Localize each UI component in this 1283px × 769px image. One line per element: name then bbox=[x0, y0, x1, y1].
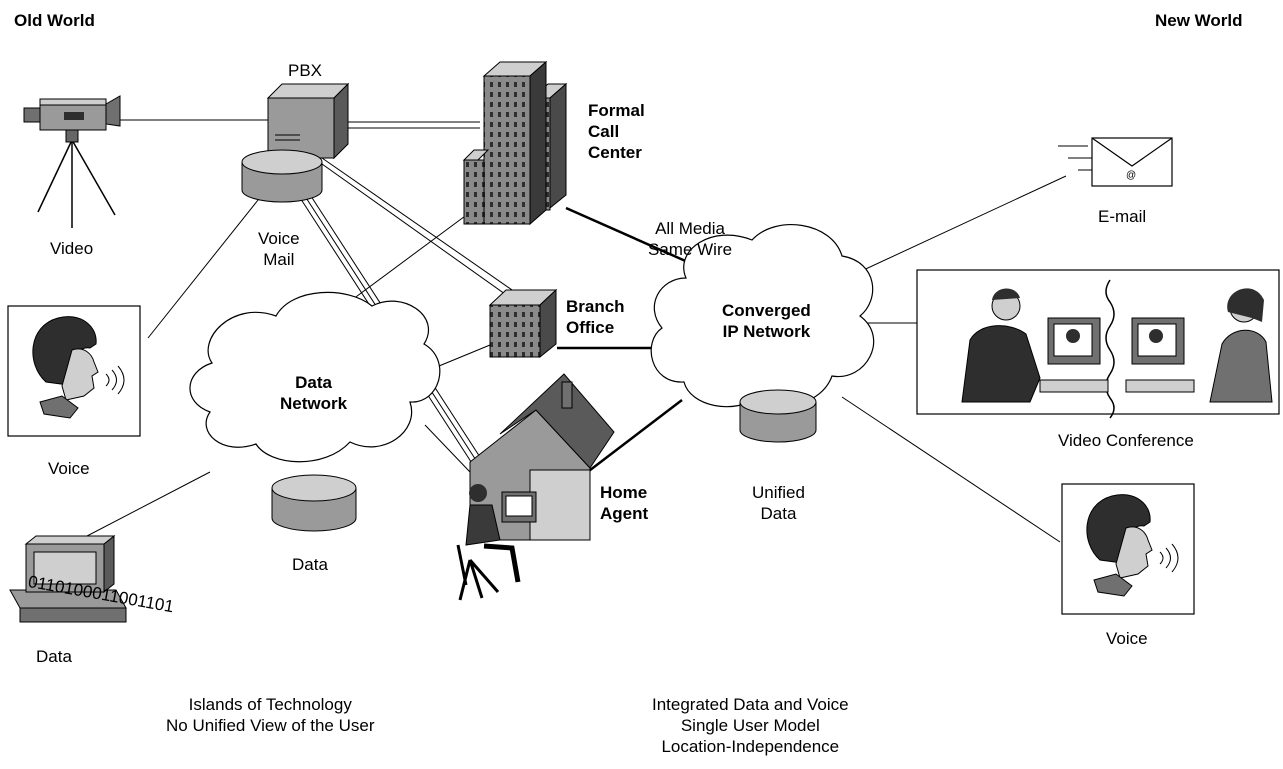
all-media-line-1: All Media bbox=[655, 219, 725, 238]
pbx-label: PBX bbox=[288, 61, 323, 80]
right-caption: Integrated Data and Voice Single User Mo… bbox=[652, 694, 849, 757]
branch-office-label: Branch Office bbox=[566, 296, 625, 338]
unified-data-disk-icon bbox=[739, 389, 817, 443]
pbx-icon bbox=[266, 82, 350, 160]
right-caption-line-2: Single User Model bbox=[680, 716, 820, 735]
data-pc-icon bbox=[9, 534, 127, 623]
voice-left-panel bbox=[7, 305, 141, 437]
converged-ip-network-label: Converged IP Network bbox=[722, 300, 811, 342]
data-network-cloud bbox=[189, 291, 441, 463]
branch-office-building-icon bbox=[488, 288, 558, 359]
unified-data-label: Unified Data bbox=[752, 482, 805, 524]
data-network-line-2: Network bbox=[280, 394, 348, 413]
home-agent-line-1: Home bbox=[600, 483, 648, 502]
voice-left-label: Voice bbox=[48, 459, 90, 478]
formal-call-center-line-3: Center bbox=[588, 143, 642, 162]
left-caption-line-1: Islands of Technology bbox=[188, 695, 352, 714]
video-conference-label: Video Conference bbox=[1058, 431, 1194, 450]
home-agent-icon bbox=[456, 373, 615, 601]
left-caption: Islands of Technology No Unified View of… bbox=[166, 694, 375, 736]
video-label: Video bbox=[50, 239, 94, 258]
new-world-heading: New World bbox=[1155, 11, 1243, 30]
video-camera-icon bbox=[23, 95, 121, 228]
email-label: E-mail bbox=[1098, 207, 1147, 226]
data-disk-icon bbox=[271, 474, 357, 532]
formal-call-center-label: Formal Call Center bbox=[588, 100, 645, 163]
video-conference-panel bbox=[916, 269, 1280, 419]
unified-data-line-2: Data bbox=[760, 504, 797, 523]
old-world-heading: Old World bbox=[14, 11, 95, 30]
branch-office-line-1: Branch bbox=[566, 297, 625, 316]
voice-right-label: Voice bbox=[1106, 629, 1148, 648]
voice-mail-line-2: Mail bbox=[263, 250, 295, 269]
data-store-label: Data bbox=[292, 555, 328, 574]
all-media-label: All Media Same Wire bbox=[648, 218, 732, 260]
voice-mail-disk-icon bbox=[241, 149, 323, 203]
unified-data-line-1: Unified bbox=[752, 483, 805, 502]
data-network-label: Data Network bbox=[280, 372, 347, 414]
converged-network-cloud bbox=[650, 224, 875, 408]
call-center-building-icon bbox=[462, 60, 568, 226]
branch-office-line-2: Office bbox=[566, 318, 615, 337]
right-caption-line-1: Integrated Data and Voice bbox=[652, 695, 849, 714]
voice-mail-line-1: Voice bbox=[258, 229, 300, 248]
email-envelope-icon: @ bbox=[1058, 137, 1173, 187]
svg-text:@: @ bbox=[1126, 170, 1136, 181]
voice-mail-label: Voice Mail bbox=[258, 228, 300, 270]
data-pc-label: Data bbox=[36, 647, 72, 666]
home-agent-line-2: Agent bbox=[600, 504, 649, 523]
all-media-line-2: Same Wire bbox=[648, 240, 733, 259]
left-caption-line-2: No Unified View of the User bbox=[166, 716, 375, 735]
voice-right-panel bbox=[1061, 483, 1195, 615]
converged-line-1: Converged bbox=[722, 301, 811, 320]
formal-call-center-line-1: Formal bbox=[588, 101, 645, 120]
converged-line-2: IP Network bbox=[722, 322, 811, 341]
data-network-line-1: Data bbox=[295, 373, 332, 392]
right-caption-line-3: Location-Independence bbox=[661, 737, 840, 756]
home-agent-label: Home Agent bbox=[600, 482, 648, 524]
formal-call-center-line-2: Call bbox=[588, 122, 620, 141]
